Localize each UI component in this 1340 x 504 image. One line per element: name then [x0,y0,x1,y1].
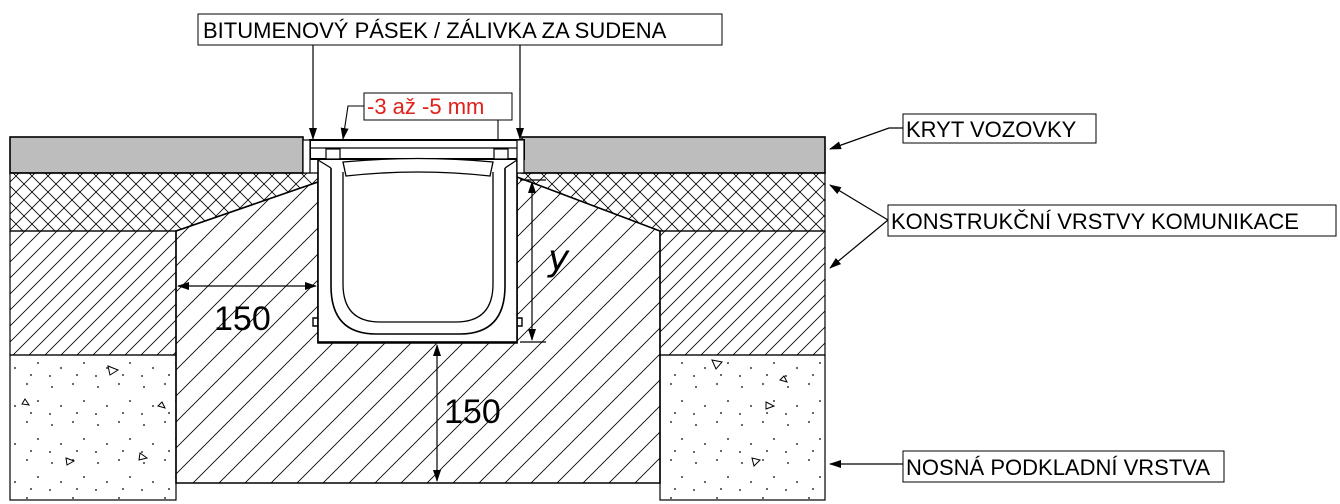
callout-top: BITUMENOVÝ PÁSEK / ZÁLIVKA ZA SUDENA [197,13,723,140]
channel-inner-profile [330,168,506,335]
asphalt-layer-left [9,136,304,174]
asphalt-layer-right [521,136,826,174]
callout-surface: KRYT VOZOVKY [829,113,1097,150]
dim-side-value: 150 [214,300,271,338]
dim-depth-value: y [547,238,570,279]
road-layers [9,136,826,501]
channel-grating [309,139,525,160]
callout-top-box [197,13,723,46]
callout-top-text: BITUMENOVÝ PÁSEK / ZÁLIVKA ZA SUDENA [203,18,667,43]
dim-bottom-value: 150 [444,393,501,431]
callout-base-text: NOSNÁ PODKLADNÍ VRSTVA [906,455,1210,480]
grating-insert [342,157,494,177]
callout-layers-box [887,204,1337,237]
base-layer-right [659,354,826,501]
callout-base: NOSNÁ PODKLADNÍ VRSTVA [829,450,1225,483]
callout-layers-text: KONSTRUKČNÍ VRSTVY KOMUNIKACE [891,209,1299,234]
channel-flange-right [517,317,523,327]
bitumen-strip-left [302,139,311,174]
callout-base-box [902,450,1225,483]
drainage-channel [302,139,525,343]
channel-flange-left [312,317,318,327]
base-layer-left [9,354,177,501]
callout-layers: KONSTRUKČNÍ VRSTVY KOMUNIKACE [829,184,1337,269]
aggregate-marks [21,359,788,467]
callout-tolerance-box [363,92,513,121]
callout-tolerance: -3 až -5 mm [340,92,513,140]
structural-layer-diag-left [9,230,177,356]
callout-surface-text: KRYT VOZOVKY [906,117,1077,142]
dimension-lines [177,179,546,482]
channel-inner-profile-2 [342,172,494,323]
structural-layer-diag-right [659,230,826,356]
bitumen-strip-right [516,139,525,174]
callout-tolerance-text: -3 až -5 mm [367,94,484,119]
channel-body [317,142,518,343]
